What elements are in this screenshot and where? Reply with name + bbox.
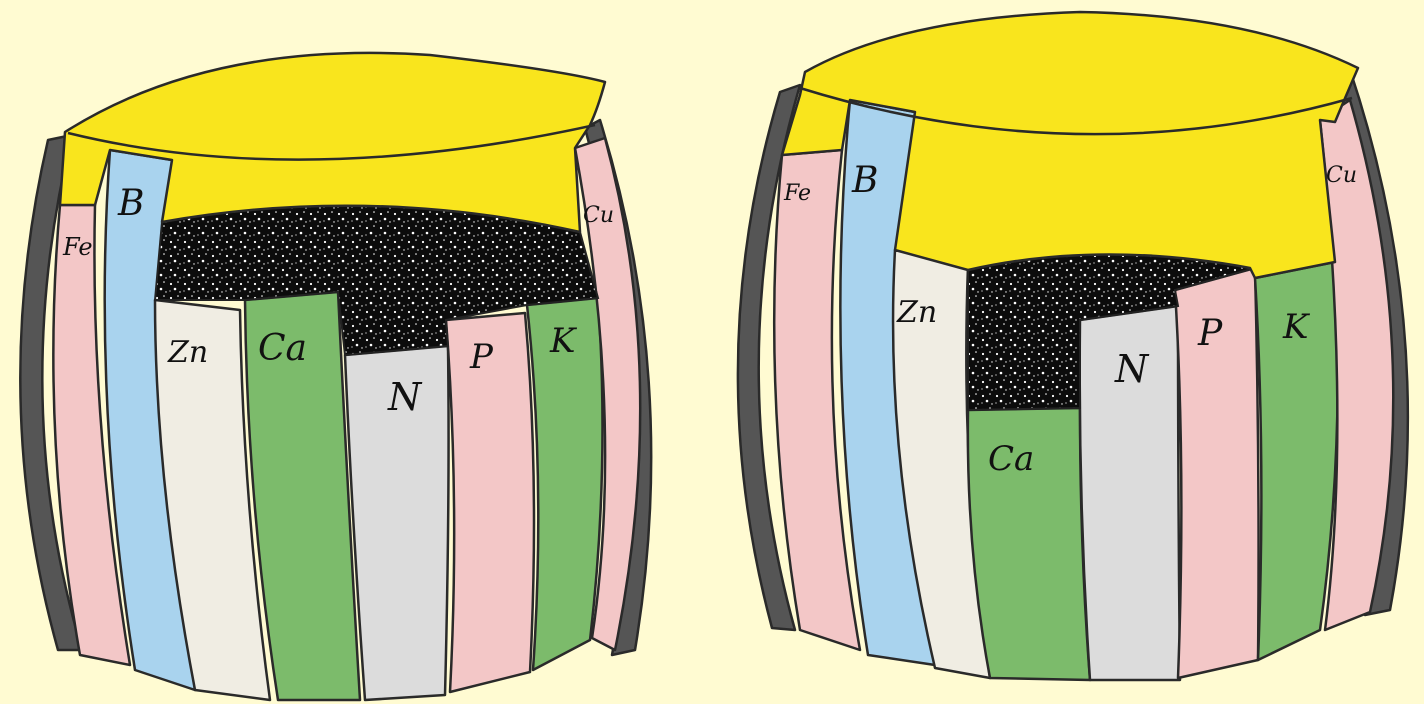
- barrel-2-label-cu: Cu: [1326, 163, 1357, 188]
- barrel-2-label-k: K: [1282, 307, 1311, 347]
- barrel-2-label-zn: Zn: [896, 295, 937, 330]
- barrel-2-label-b: B: [851, 160, 878, 201]
- barrel-1-label-fe: Fe: [62, 233, 93, 261]
- barrel-1: Fe B Zn Ca N P K Cu: [20, 53, 651, 700]
- barrel-1-label-ca: Ca: [258, 328, 307, 369]
- barrel-2-label-fe: Fe: [783, 181, 811, 206]
- barrel-2-label-ca: Ca: [988, 439, 1034, 479]
- barrel-2: Fe B Zn Ca N P K Cu: [738, 12, 1408, 680]
- barrel-2-label-p: P: [1197, 313, 1223, 354]
- barrel-1-label-n: N: [387, 375, 423, 419]
- barrel-1-label-k: K: [549, 321, 578, 361]
- barrel-1-label-zn: Zn: [167, 335, 208, 370]
- barrel-1-label-cu: Cu: [583, 203, 614, 228]
- barrel-1-label-p: P: [469, 337, 494, 377]
- barrel-2-label-n: N: [1114, 347, 1150, 391]
- barrel-1-label-b: B: [117, 183, 144, 224]
